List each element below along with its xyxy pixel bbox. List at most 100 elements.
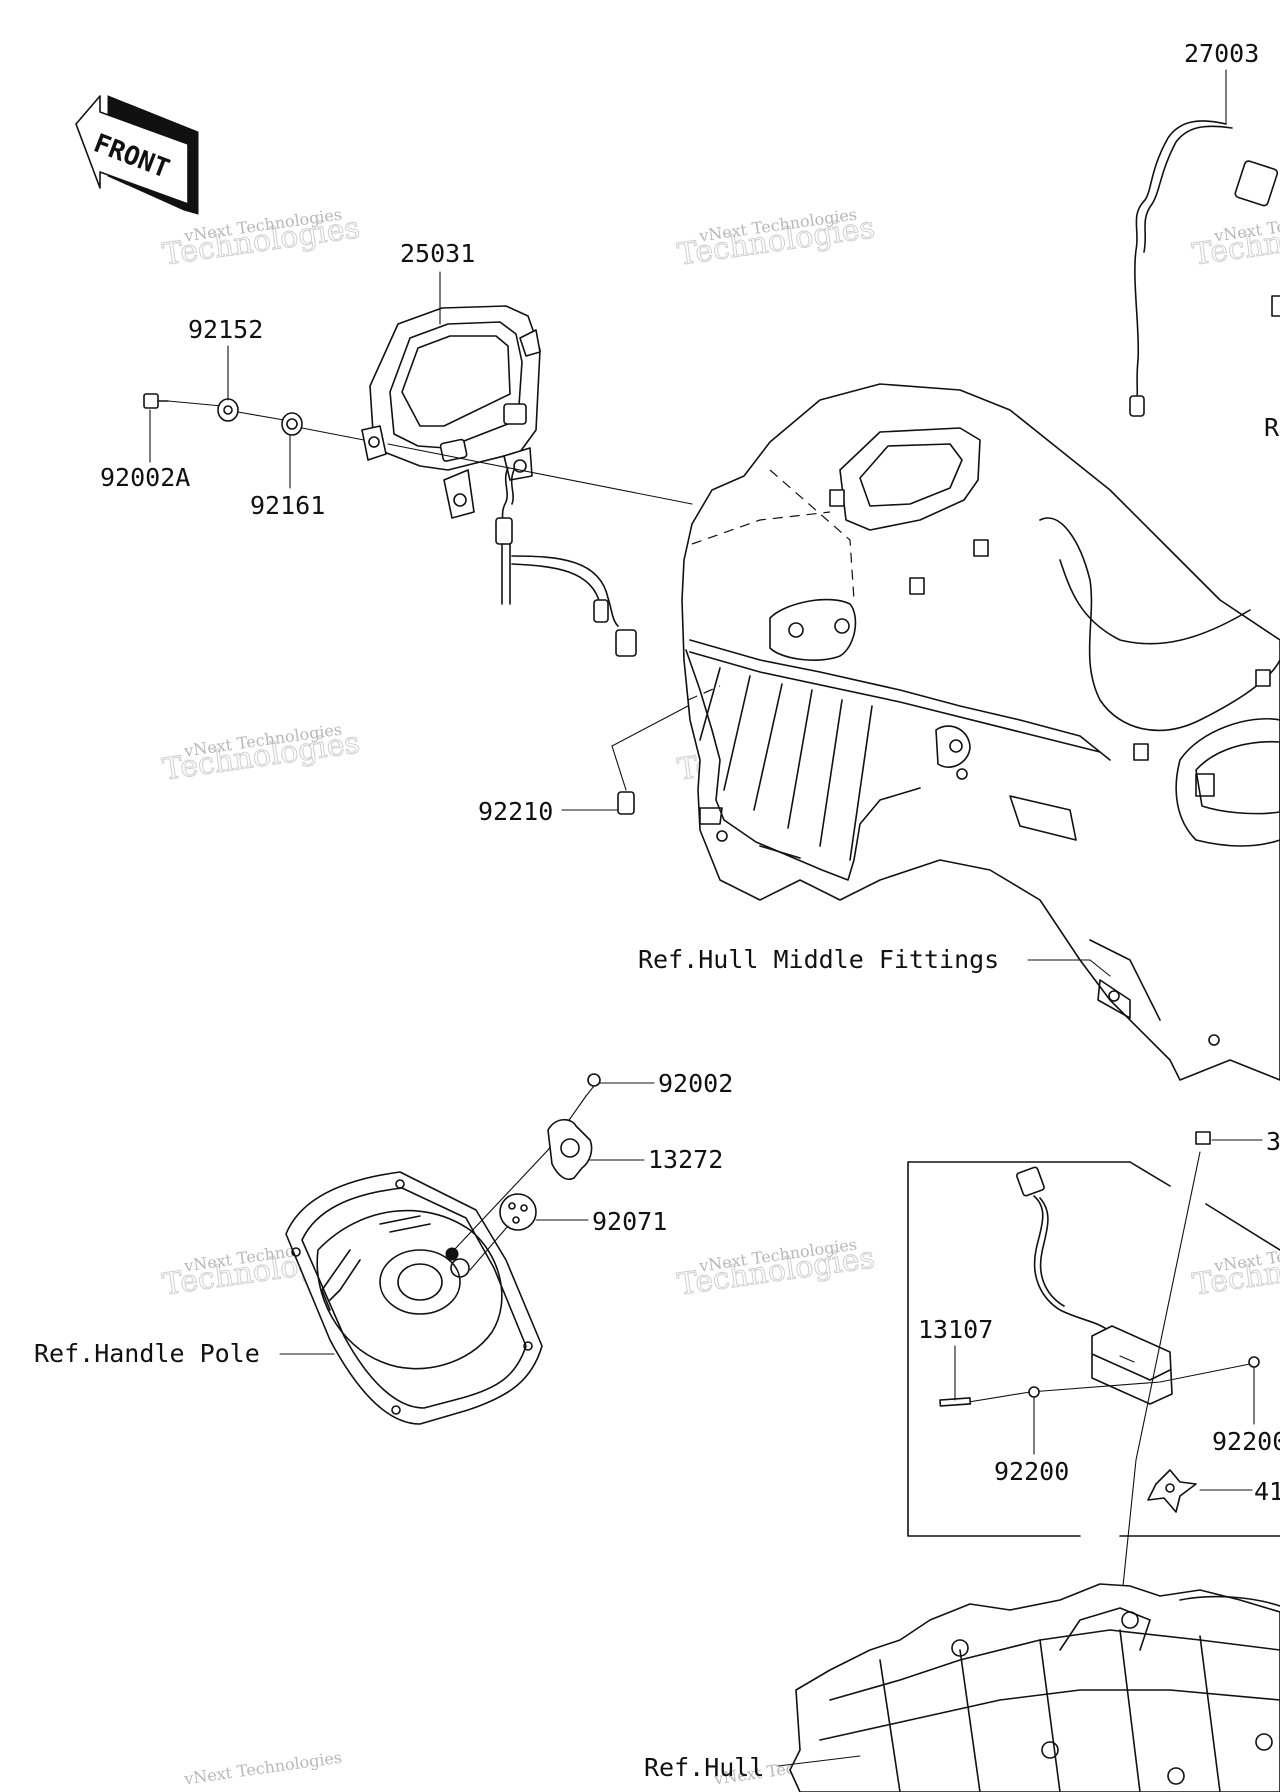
meter-mount-tab-bottom-right <box>503 447 533 481</box>
inset-frame-edge <box>1205 1203 1280 1251</box>
watermark: vNext Technologies <box>182 1748 343 1789</box>
meter-mount-tab-left <box>361 425 387 461</box>
label-13107: 13107 <box>918 1315 993 1344</box>
leader-line <box>237 411 285 421</box>
shaft-bore <box>397 1263 443 1301</box>
watermark: Technologies vNext Technologies <box>160 720 362 789</box>
mount-hole <box>523 1341 533 1351</box>
grommet-hole <box>512 1216 520 1224</box>
watermark: Technologies vNext Technologies <box>160 205 362 274</box>
inset-frame <box>907 1161 1280 1537</box>
right-display-screen <box>1195 740 1280 815</box>
hull-frame-rail <box>819 1689 1280 1741</box>
cable-connector <box>1234 160 1279 207</box>
label-25031: 25031 <box>400 239 475 268</box>
mount-hole <box>368 436 380 448</box>
steering-shaft-housing <box>379 1249 461 1315</box>
watermark: Technologies vNext Technologies <box>675 1235 877 1304</box>
clip-nut <box>1133 743 1149 761</box>
grommet-hole <box>223 405 233 415</box>
hull-mount-hole <box>951 1639 969 1657</box>
label-ref-hull: Ref.Hull <box>644 1753 764 1782</box>
port-hole <box>956 768 968 780</box>
hull-mount-hole <box>1121 1611 1139 1629</box>
label-r-partial: R <box>1264 413 1280 442</box>
pole-rib <box>379 1215 431 1233</box>
grommet-hole <box>520 1204 528 1212</box>
clip-nut <box>909 577 925 595</box>
sensor-body <box>1091 1325 1173 1405</box>
hidden-line <box>687 685 721 701</box>
mount-hole <box>391 1405 401 1415</box>
leader-line <box>167 400 223 407</box>
watermark: Technologies vNext Technologies <box>675 205 877 274</box>
meter-button-left <box>439 438 468 462</box>
leader-line <box>611 705 689 791</box>
screw-shank <box>585 1085 595 1097</box>
compartment-port <box>935 725 971 768</box>
mount-hole <box>291 1247 301 1257</box>
cable-clip <box>1271 295 1280 317</box>
meter-25031 <box>361 305 637 657</box>
cable-27003 <box>1129 120 1280 417</box>
seat-edge <box>1059 559 1251 645</box>
side-plate <box>769 598 857 661</box>
deck-edge-inner <box>689 651 1101 753</box>
port-hole <box>949 739 963 753</box>
sensor-wire <box>1039 1197 1065 1307</box>
harness-wire <box>511 563 601 605</box>
plate-hole <box>834 618 850 634</box>
leader-meter-to-hull <box>387 443 693 505</box>
hull-middle-fittings <box>681 383 1280 1081</box>
compartment-front <box>685 649 921 881</box>
compartment-recess <box>1009 795 1077 841</box>
leader-line <box>301 427 365 441</box>
throttle-lever-outline <box>321 1249 351 1311</box>
grommet-92152 <box>217 398 239 422</box>
label-13272: 13272 <box>648 1145 723 1174</box>
mount-hole <box>1208 1034 1220 1046</box>
label-ref-handle-pole: Ref.Handle Pole <box>34 1339 260 1368</box>
sensor-inset-box <box>907 1131 1280 1771</box>
nut-3 <box>1195 1131 1211 1145</box>
clip-body <box>617 791 635 815</box>
label-92002a: 92002A <box>100 463 190 492</box>
slot <box>759 845 801 859</box>
mount-hole <box>716 830 728 842</box>
front-arrow-icon <box>75 95 189 205</box>
hull-mount-hole <box>1167 1767 1185 1785</box>
mount-hole <box>1108 990 1120 1002</box>
leader-lines <box>149 69 1263 1767</box>
pole-fasteners <box>453 1073 601 1271</box>
label-41: 41 <box>1254 1477 1280 1506</box>
label-92200-right: 92200 <box>1212 1427 1280 1456</box>
switch-boss <box>450 1258 470 1278</box>
hull-mount-block <box>1059 1607 1151 1651</box>
bolt-92002a-head <box>143 393 159 409</box>
front-arrow-badge: FRONT <box>75 95 199 215</box>
part-labels: 27003 25031 92152 92002A 92161 R 92210 R… <box>34 39 1280 1782</box>
hidden-line <box>691 511 831 545</box>
clip-nut <box>1255 669 1271 687</box>
sensor-body-edge <box>1091 1353 1171 1381</box>
mount-hole <box>395 1179 405 1189</box>
mount-hole <box>513 459 527 473</box>
hidden-line <box>769 469 855 601</box>
meter-screen <box>401 335 511 427</box>
label-92071: 92071 <box>592 1207 667 1236</box>
handle-pole-seat <box>1039 517 1280 732</box>
cable-wire <box>1134 120 1227 399</box>
harness-connector <box>495 517 513 545</box>
mount-hole <box>453 493 467 507</box>
pin-axis <box>943 1363 1251 1407</box>
label-92161: 92161 <box>250 491 325 520</box>
label-92210: 92210 <box>478 797 553 826</box>
plate-hole <box>788 622 804 638</box>
collar-92161 <box>281 412 303 436</box>
base-plate-inner <box>301 1187 527 1409</box>
label-ref-hull-middle-fittings: Ref.Hull Middle Fittings <box>638 945 999 974</box>
watermark: Technologies vNext Technologies <box>1190 205 1280 274</box>
leader-line <box>453 1095 587 1251</box>
mount-tab <box>699 807 723 825</box>
mount-tab <box>1097 979 1131 1019</box>
